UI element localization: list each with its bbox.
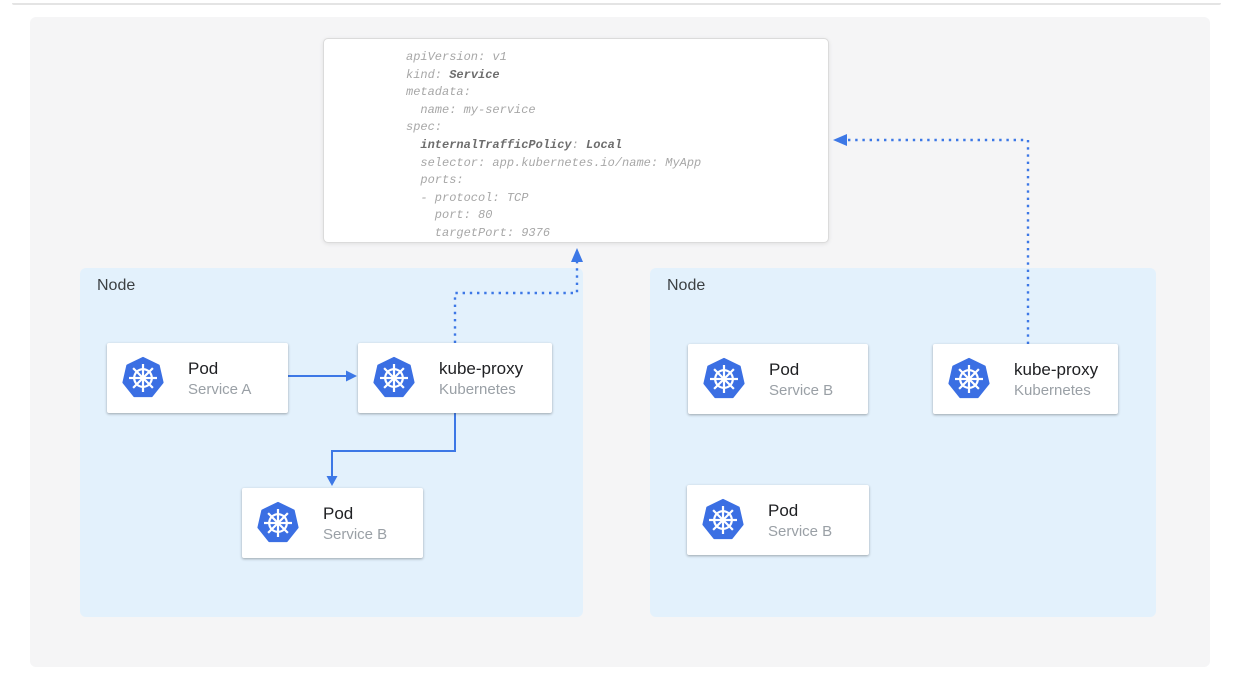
kubernetes-icon: [373, 356, 415, 398]
kube-proxy-card-right: kube-proxy Kubernetes: [933, 344, 1118, 414]
yaml-code-line: spec:: [406, 120, 443, 135]
yaml-code-line: kind: Service: [406, 67, 500, 82]
service-yaml-card: apiVersion: v1 kind: Service metadata: nam…: [323, 38, 829, 243]
card-subtitle: Service A: [188, 380, 252, 398]
yaml-code-line: - protocol: TCP: [406, 190, 529, 205]
pod-service-b-card-right-top: Pod Service B: [688, 344, 868, 414]
card-title: Pod: [769, 359, 800, 379]
yaml-code-line: selector: app.kubernetes.io/name: MyApp: [406, 155, 702, 170]
card-subtitle: Service B: [323, 525, 388, 543]
kubernetes-icon: [257, 501, 299, 543]
node-label: Node: [97, 277, 136, 294]
card-title: Pod: [323, 503, 354, 523]
pod-service-b-card-left: Pod Service B: [242, 488, 423, 558]
yaml-code-line: port: 80: [406, 208, 493, 223]
pod-service-b-card-right-bottom: Pod Service B: [687, 485, 869, 555]
card-subtitle: Service B: [769, 381, 834, 399]
yaml-code-line: internalTrafficPolicy: Local: [420, 137, 623, 152]
kube-proxy-card-left: kube-proxy Kubernetes: [358, 343, 552, 413]
card-title: kube-proxy: [439, 358, 524, 378]
yaml-code: apiVersion: v1 kind: Service metadata: nam…: [406, 49, 828, 243]
card-subtitle: Kubernetes: [1014, 381, 1091, 399]
yaml-code-line: name: my-service: [406, 102, 536, 117]
kubernetes-icon: [122, 356, 164, 398]
kubernetes-icon: [702, 498, 744, 540]
kubernetes-icon: [948, 357, 990, 399]
node-box-left: Node: [80, 268, 583, 617]
card-title: kube-proxy: [1014, 359, 1099, 379]
kubernetes-icon: [703, 357, 745, 399]
yaml-code-line: apiVersion: v1: [406, 50, 507, 64]
card-subtitle: Service B: [768, 522, 833, 540]
pod-service-a-card: Pod Service A: [107, 343, 288, 413]
node-label: Node: [667, 277, 706, 294]
node-box-right: Node: [650, 268, 1156, 617]
yaml-code-line: ports:: [406, 173, 464, 188]
card-title: Pod: [188, 358, 219, 378]
yaml-code-line: metadata:: [406, 85, 471, 100]
yaml-code-line: targetPort: 9376: [406, 225, 551, 240]
top-divider: [12, 3, 1221, 5]
card-subtitle: Kubernetes: [439, 380, 516, 398]
card-title: Pod: [768, 500, 799, 520]
